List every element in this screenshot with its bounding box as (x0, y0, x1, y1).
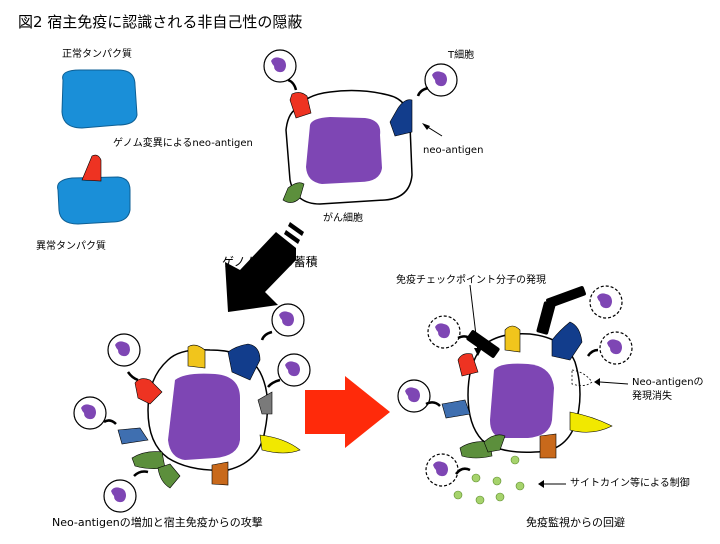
genome-accumulation-label: ゲノム異常の蓄積 (222, 255, 318, 269)
neo-antigen-loss-label-2: 発現消失 (632, 391, 672, 402)
cancer-cell-right (441, 321, 613, 459)
figure-title: 図2 宿主免疫に認識される非自己性の隠蔽 (18, 13, 303, 31)
left-panel-caption: Neo-antigenの増加と宿主免疫からの攻撃 (52, 516, 263, 529)
t-cell-top-left (263, 49, 298, 91)
cancer-cell-top (282, 89, 413, 205)
t-cell-label: T細胞 (448, 50, 475, 61)
abnormal-protein (57, 154, 131, 225)
abnormal-protein-label: 異常タンパク質 (36, 241, 106, 252)
normal-protein (61, 69, 138, 129)
checkpoint-pointer (469, 284, 479, 353)
normal-protein-label: 正常タンパク質 (62, 49, 132, 60)
genomic-mutation-label: ゲノム変異によるneo-antigen (113, 138, 253, 149)
cytokines (453, 455, 525, 505)
loss-pointer (599, 381, 629, 385)
transition-arrow (305, 376, 390, 448)
checkpoint-expression-label: 免疫チェックポイント分子の発現 (396, 275, 546, 286)
right-panel-caption: 免疫監視からの回避 (526, 516, 625, 529)
cancer-cell-left (117, 343, 301, 489)
neo-antigen-label: neo-antigen (423, 145, 484, 156)
checkpoint-molecules (466, 286, 586, 358)
genome-accumulation-arrow (225, 222, 304, 312)
tcr-arcs-right (425, 335, 599, 475)
neo-antigen-loss-label-1: Neo-antigenの (632, 377, 704, 388)
cancer-cell-label: がん細胞 (323, 213, 363, 224)
t-cell-top-right (416, 63, 458, 97)
tcr-arcs-left (103, 330, 281, 477)
cytokine-control-label: サイトカイン等による制御 (570, 478, 690, 489)
